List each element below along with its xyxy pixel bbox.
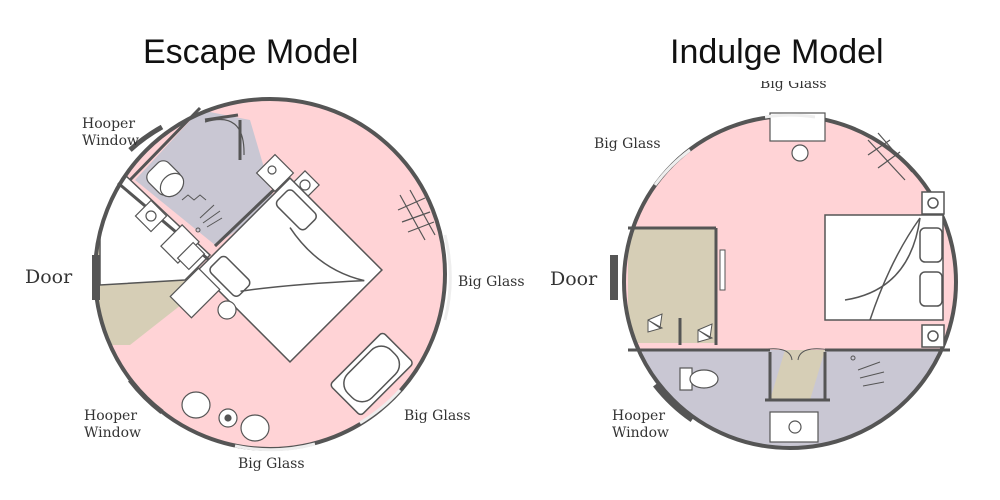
escape-model-title: Escape Model	[143, 33, 359, 71]
escape-model-plan	[92, 97, 452, 452]
indulge-door-label: Door	[550, 268, 598, 290]
indulge-big-glass-top-label: Big Glass	[760, 76, 827, 92]
indulge-big-glass-left-label: Big Glass	[594, 136, 661, 152]
escape-hooper-window-top-label: Hooper Window	[82, 116, 140, 149]
escape-big-glass-bottom-right-label: Big Glass	[404, 408, 471, 424]
escape-bed	[197, 177, 383, 363]
indulge-model-title: Indulge Model	[670, 33, 884, 71]
escape-door-label: Door	[25, 266, 73, 288]
indulge-bed	[824, 191, 945, 348]
indulge-model-plan	[610, 112, 958, 450]
escape-big-glass-bottom-label: Big Glass	[238, 456, 305, 472]
escape-hooper-window-bottom-label: Hooper Window	[84, 408, 142, 441]
escape-big-glass-right-label: Big Glass	[458, 274, 525, 290]
indulge-hooper-window-label: Hooper Window	[612, 408, 670, 441]
